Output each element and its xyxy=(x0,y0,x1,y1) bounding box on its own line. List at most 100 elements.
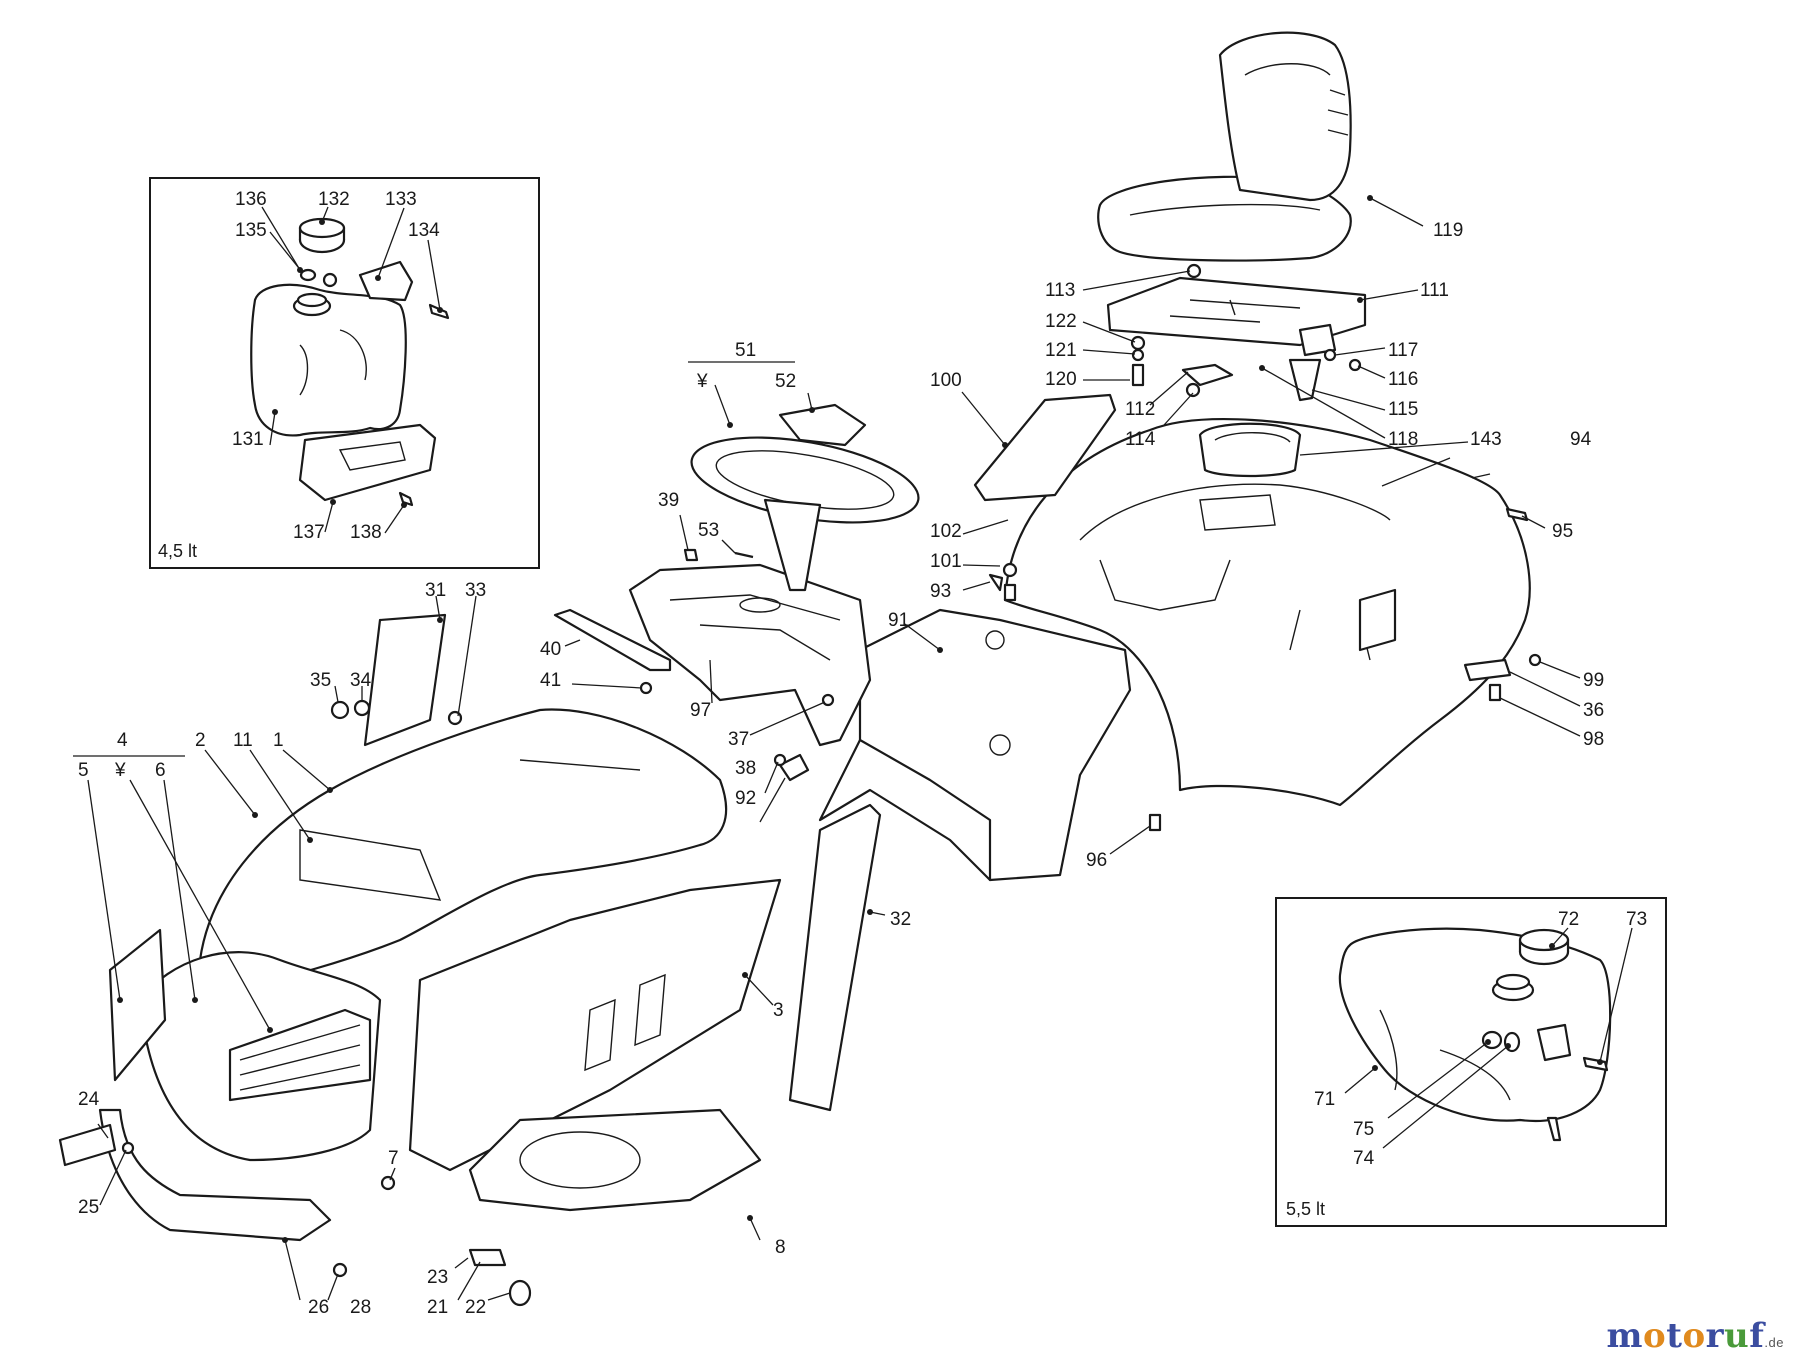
plate-bracket xyxy=(1298,323,1337,357)
label-6: 6 xyxy=(155,760,166,781)
label-35: 35 xyxy=(310,670,331,691)
label-24: 24 xyxy=(78,1089,100,1110)
steering-wheel-51 xyxy=(688,361,920,592)
label-26: 26 xyxy=(308,1297,329,1318)
hood-1 xyxy=(58,595,886,1307)
clip-92 xyxy=(778,753,810,782)
label-51: 51 xyxy=(735,340,756,361)
steering-cap-52 xyxy=(778,403,867,447)
fuel-tank-131 xyxy=(250,283,407,437)
tank-bracket xyxy=(1536,1023,1572,1062)
inset-frame-4-5 xyxy=(149,177,540,569)
bolt-116 xyxy=(1348,358,1362,372)
screw-38 xyxy=(773,753,787,767)
label-21: 21 xyxy=(427,1297,448,1318)
label-71: 71 xyxy=(1314,1089,1335,1110)
label-28: 28 xyxy=(350,1297,371,1318)
bracket-24 xyxy=(58,1123,117,1167)
side-rail-32 xyxy=(788,803,882,1112)
bracket-97 xyxy=(1463,658,1512,682)
label-118: 118 xyxy=(1388,429,1418,450)
label-33: 33 xyxy=(465,580,486,601)
callout-labels: 136 132 133 135 134 131 137 138 119 113 … xyxy=(78,189,1647,1318)
washer-136 xyxy=(322,272,338,288)
label-8: 8 xyxy=(775,1237,786,1258)
clip-114 xyxy=(1185,382,1201,398)
bolt-95 xyxy=(1505,507,1529,522)
washer-34 xyxy=(353,699,371,717)
label-53: 53 xyxy=(698,520,719,541)
lower-panel-8 xyxy=(468,1108,762,1212)
label-93: 93 xyxy=(930,581,951,602)
label-134: 134 xyxy=(408,220,440,241)
brand-watermark: motoruf.de xyxy=(1607,1316,1784,1356)
clip-7 xyxy=(380,1175,396,1191)
label-136: 136 xyxy=(235,189,267,210)
bolt-138 xyxy=(398,491,414,507)
label-135: 135 xyxy=(235,220,267,241)
washer-117 xyxy=(1323,348,1337,362)
label-31: 31 xyxy=(425,580,446,601)
brand-letter: t xyxy=(1666,1316,1683,1356)
label-101: 101 xyxy=(930,551,962,572)
clip-28 xyxy=(332,1262,348,1278)
screw-37 xyxy=(821,693,835,707)
bracket-40 xyxy=(553,608,672,672)
label-96: 96 xyxy=(1086,850,1107,871)
inset-caption-4-5: 4,5 lt xyxy=(158,541,197,561)
label-100: 100 xyxy=(930,370,962,391)
label-95: 95 xyxy=(1552,521,1573,542)
inset-fuel-tank-5-5: 5,5 lt xyxy=(1275,897,1667,1227)
inset-caption-5-5: 5,5 lt xyxy=(1286,1199,1325,1219)
tank-base-137 xyxy=(298,423,437,502)
label-97: 36 xyxy=(1583,700,1604,721)
bracket-115 xyxy=(1288,358,1322,402)
washer-22 xyxy=(508,1279,532,1307)
label-117: 117 xyxy=(1388,340,1418,361)
fitting-75 xyxy=(1481,1030,1503,1050)
label-94: 94 xyxy=(1570,429,1592,450)
fender-vent xyxy=(1358,588,1397,652)
gasket-135 xyxy=(299,268,317,282)
label-23: 23 xyxy=(427,1267,448,1288)
label-143: 143 xyxy=(1470,429,1502,450)
bracket-133 xyxy=(358,260,414,302)
brand-letter: f xyxy=(1749,1316,1765,1356)
floor-panel-91 xyxy=(818,519,1132,882)
label-121: 121 xyxy=(1045,340,1077,361)
bolt-25 xyxy=(121,1141,135,1155)
label-34: 34 xyxy=(350,670,372,691)
label-7: 7 xyxy=(388,1148,399,1169)
label-91: 91 xyxy=(888,610,909,631)
bolt-99 xyxy=(1528,653,1542,667)
label-73: 73 xyxy=(1626,909,1647,930)
dashboard-36 xyxy=(553,514,872,747)
label-39: 39 xyxy=(658,490,679,511)
label-122: 122 xyxy=(1045,311,1077,332)
fuel-tank-71 xyxy=(1338,927,1612,1123)
side-grille-5 xyxy=(108,928,167,1082)
label-4: 4 xyxy=(117,730,128,751)
label-114: 114 xyxy=(1125,429,1156,450)
label-132: 132 xyxy=(318,189,350,210)
label-41: 41 xyxy=(540,670,561,691)
brand-letter: r xyxy=(1705,1316,1725,1356)
brand-letter: o xyxy=(1682,1316,1706,1356)
rear-fender-94 xyxy=(1003,418,1581,855)
washer-121 xyxy=(1131,348,1145,362)
label-120: 120 xyxy=(1045,369,1077,390)
seat-plate-111 xyxy=(1106,276,1367,347)
pin-53 xyxy=(734,551,754,559)
nut-35 xyxy=(330,700,350,720)
washer-122 xyxy=(1130,335,1146,351)
label-72: 72 xyxy=(1558,909,1579,930)
label-112: 112 xyxy=(1125,399,1155,420)
label-yen-4: ¥ xyxy=(114,760,126,781)
label-11: 11 xyxy=(233,730,253,751)
screw-101 xyxy=(1003,583,1017,602)
label-40: 40 xyxy=(540,639,561,660)
inset-frame-5-5 xyxy=(1275,897,1667,1227)
label-52: 52 xyxy=(775,371,796,392)
